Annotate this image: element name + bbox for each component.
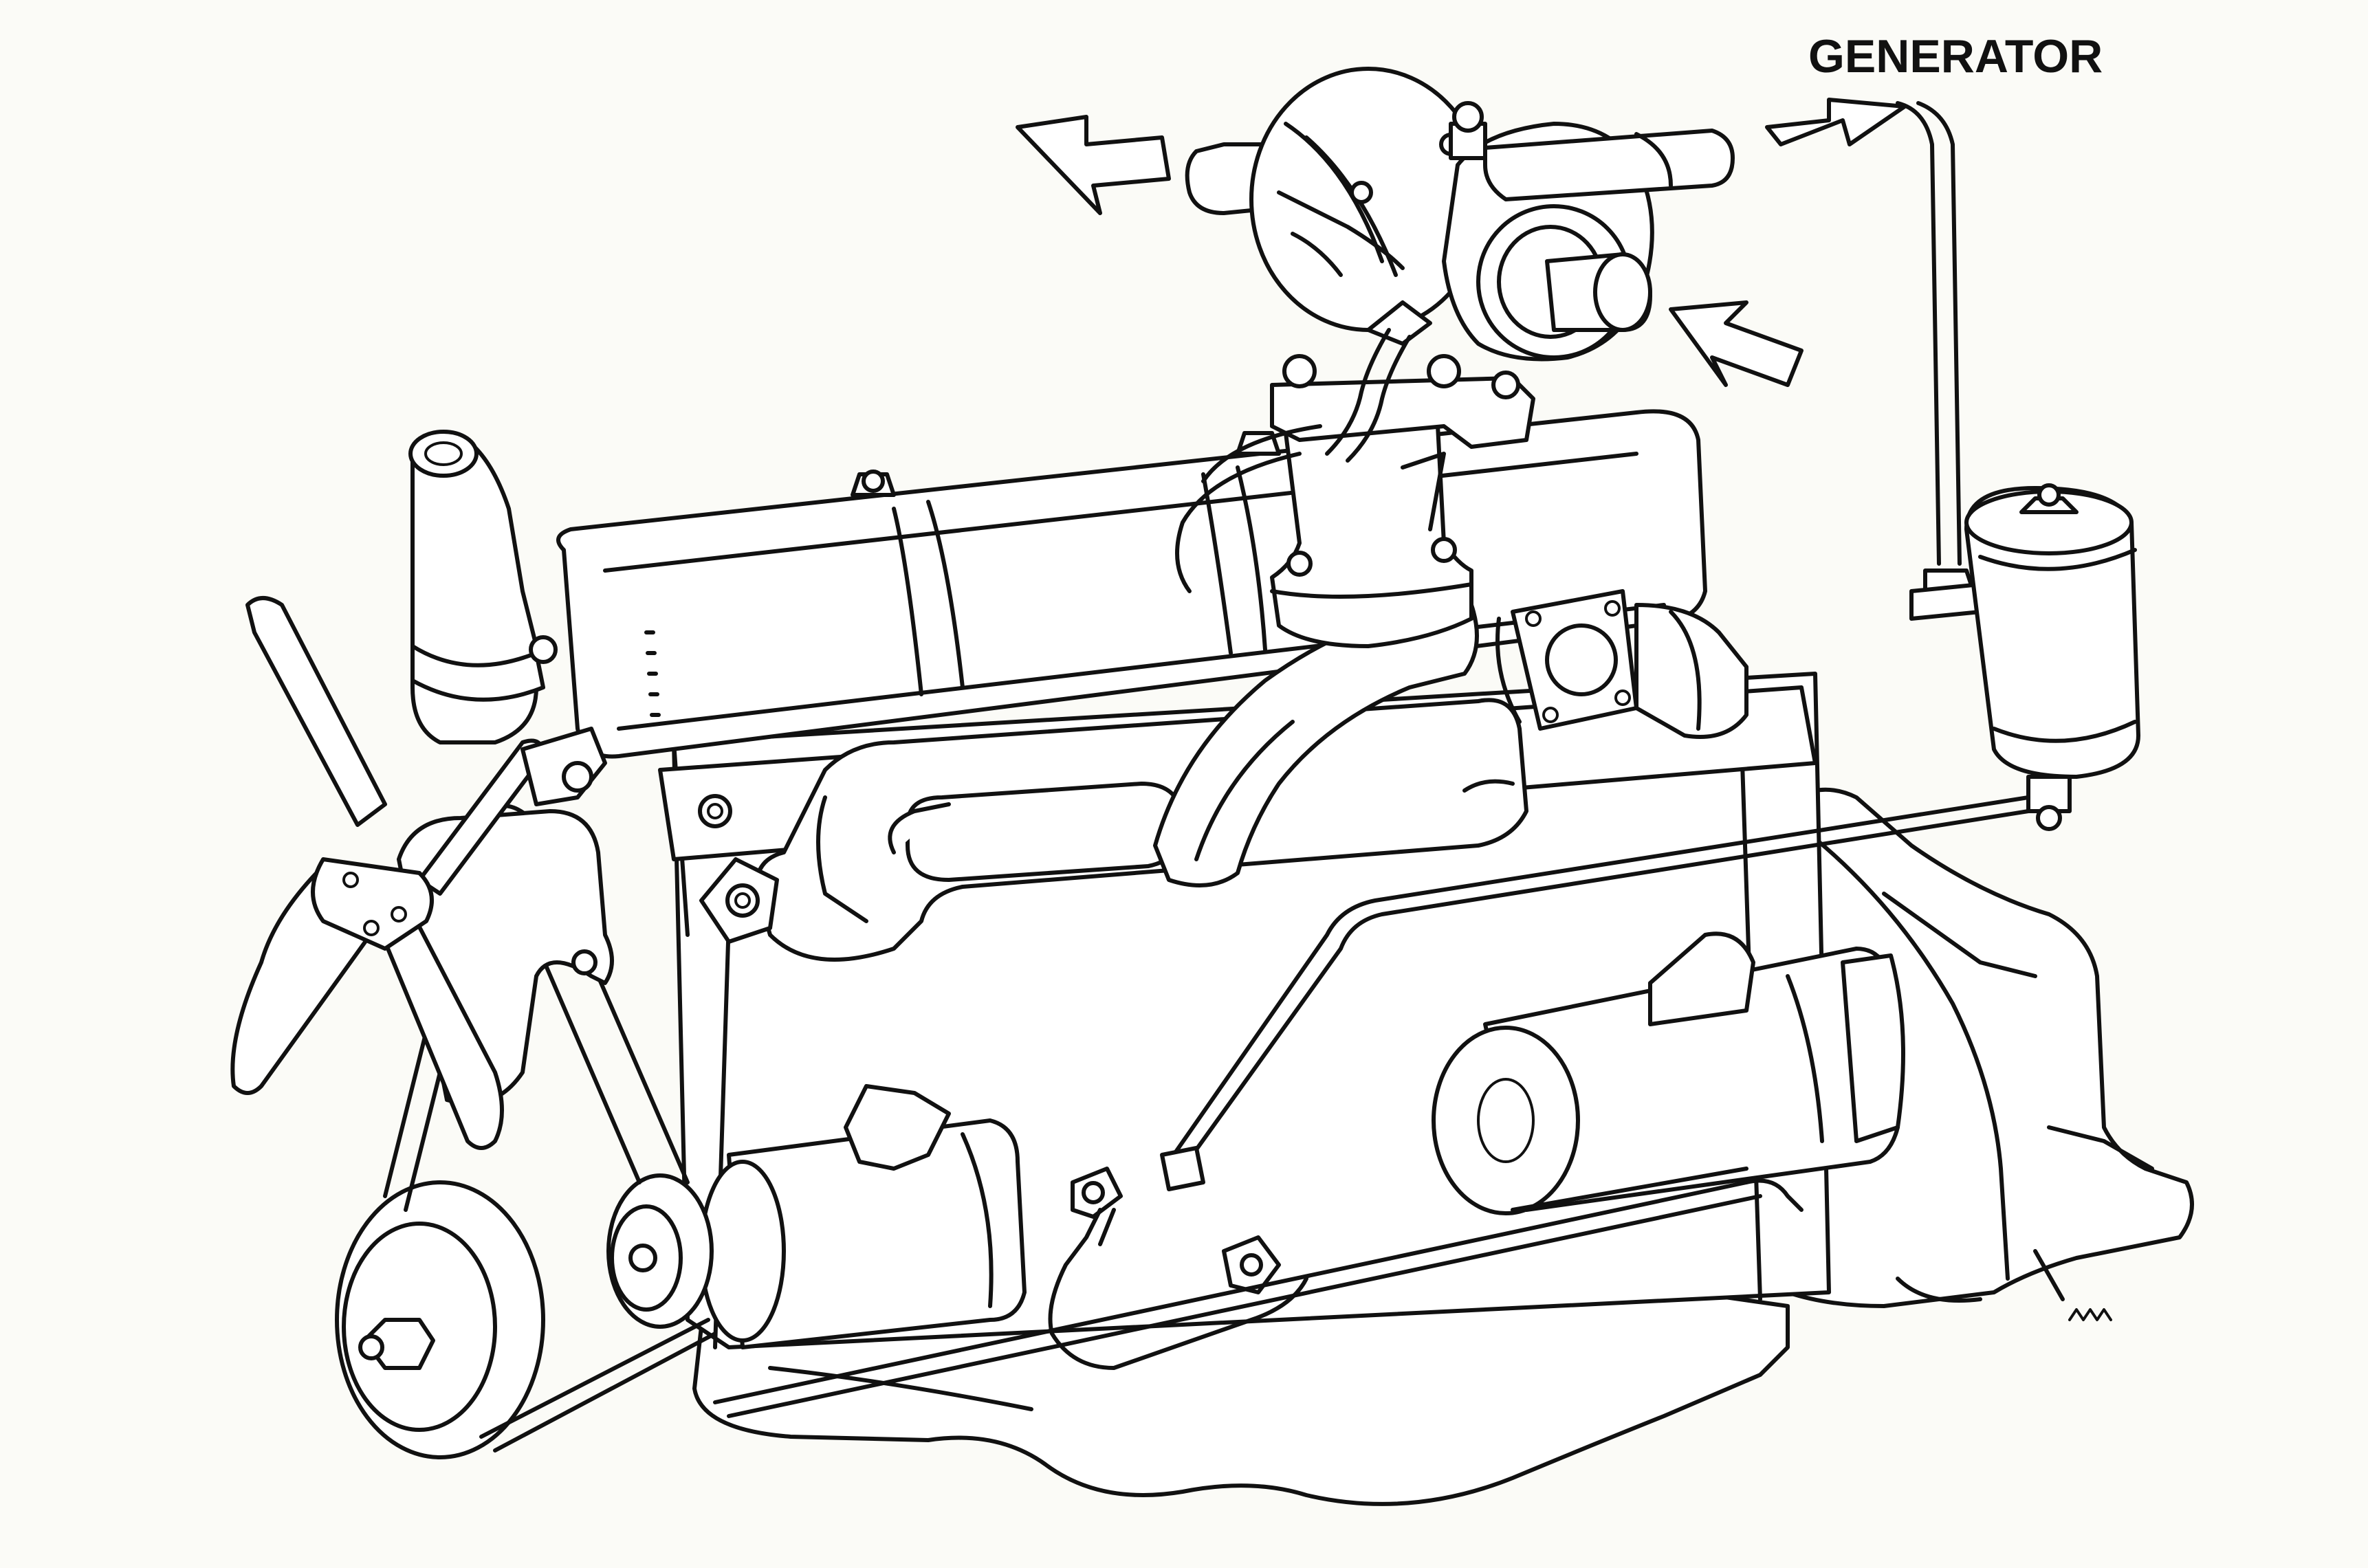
generator-unit — [699, 1084, 1027, 1349]
generator-pulley — [606, 1173, 714, 1329]
thermostat-neck — [408, 430, 607, 806]
bell-housing — [1758, 787, 2194, 1308]
inlet-arrow-icon — [1669, 300, 1804, 387]
turbocharger — [1175, 67, 1735, 593]
turbo-base-plate — [1270, 354, 1535, 449]
line-fitting — [1071, 1167, 1123, 1219]
manifold-flange — [699, 857, 779, 944]
generator-label: GENERATOR — [1808, 30, 2103, 82]
artist-mark — [2068, 1308, 2112, 1321]
crankshaft-pulley — [335, 1180, 545, 1459]
exhaust-outlet-flange — [1495, 589, 1748, 739]
turbo-mount-pedestal — [1270, 410, 1473, 648]
oil-return-line — [713, 795, 2030, 1418]
valve-cover-bolt — [851, 470, 896, 497]
line-fitting — [1160, 1146, 1205, 1191]
starter-motor — [1432, 931, 1905, 1215]
exhaust-riser — [1153, 603, 1479, 887]
fan — [230, 596, 545, 1150]
oil-filter — [1964, 483, 2140, 831]
outlet-arrow-icon — [1016, 115, 1171, 215]
generator-arrow-icon — [1765, 98, 1907, 146]
line-fitting — [1222, 1235, 1281, 1294]
airflow-arrows — [1016, 98, 1907, 387]
